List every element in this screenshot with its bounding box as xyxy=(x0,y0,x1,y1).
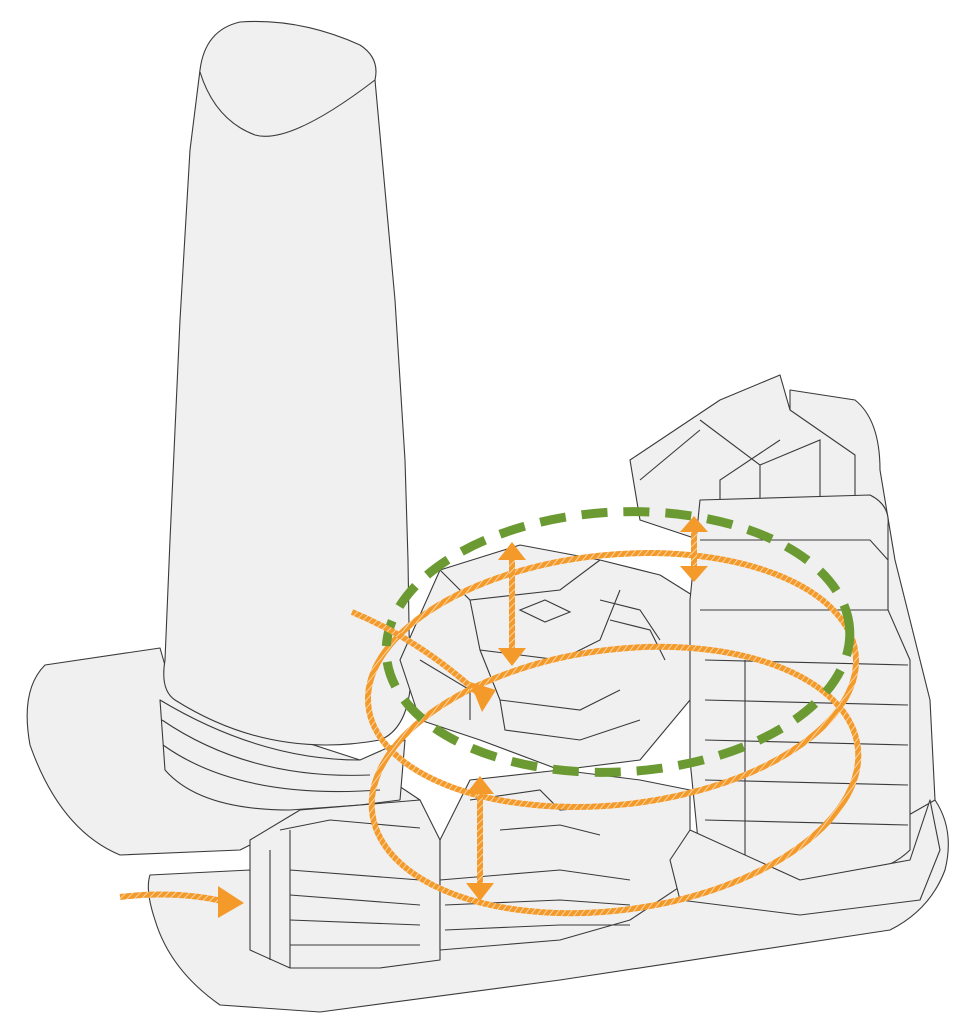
vertical-double-arrow-icon xyxy=(498,542,526,666)
circulation-loop-lower xyxy=(368,643,862,917)
tower-base-ring-line-2 xyxy=(162,744,381,793)
tower-base-ring-3 xyxy=(159,699,406,811)
green-loop-ellipse xyxy=(381,507,855,777)
vertical-double-arrow-icon-2 xyxy=(680,516,708,582)
circulation-arrow-entry-north xyxy=(350,609,483,698)
east-low-wrap xyxy=(669,799,941,916)
tower-base-ring-line-1 xyxy=(161,719,371,776)
circulation-arrow-icon-south xyxy=(218,886,244,918)
circulation-loop-upper xyxy=(364,550,860,810)
tower-massing xyxy=(163,20,411,746)
vertical-double-arrow-icon-3 xyxy=(466,776,494,901)
tower-crown-line xyxy=(199,71,376,137)
south-west-podium xyxy=(249,799,441,969)
circulation-arrow-icon xyxy=(470,682,496,712)
